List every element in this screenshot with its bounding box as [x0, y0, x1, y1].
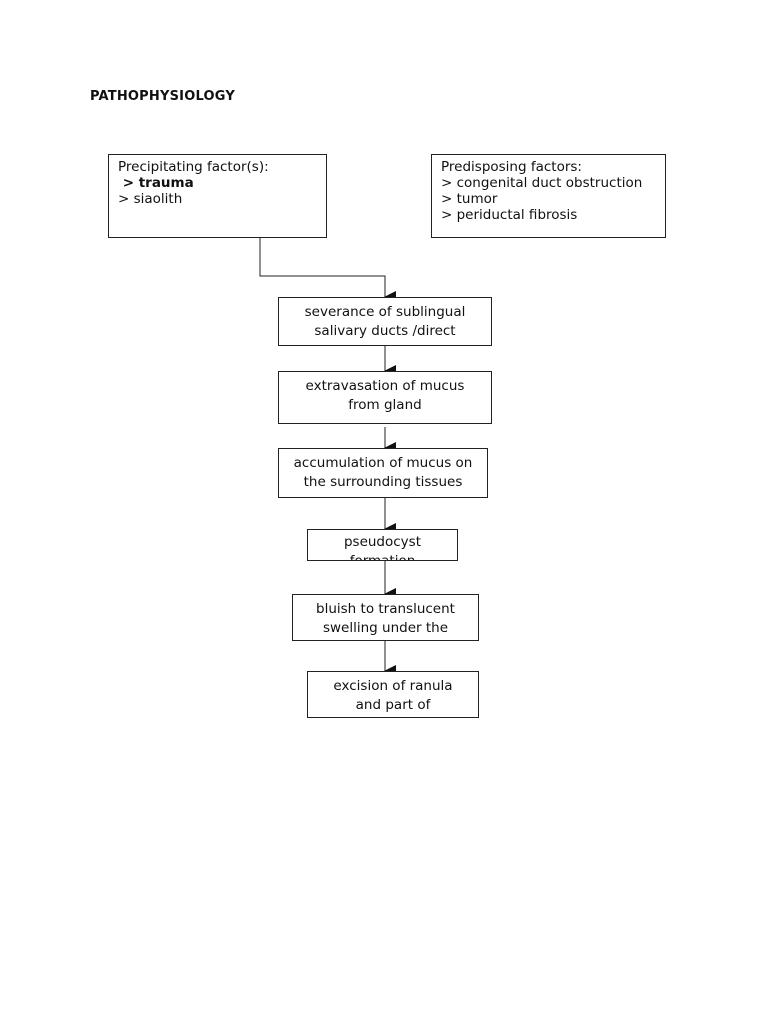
- page-title: PATHOPHYSIOLOGY: [90, 89, 235, 104]
- predisposing-factors-box: Predisposing factors: > congenital duct …: [431, 154, 666, 238]
- step-line: pseudocyst: [343, 534, 422, 550]
- step-bluish-swelling: bluish to translucent swelling under the: [292, 594, 479, 641]
- step-line: bluish to translucent: [316, 601, 455, 617]
- step-line: excision of ranula: [333, 678, 453, 694]
- step-line: formation: [349, 553, 416, 561]
- predisposing-item-fibrosis: > periductal fibrosis: [441, 207, 578, 223]
- step-line: severance of sublingual: [304, 304, 466, 320]
- step-excision: excision of ranula and part of: [307, 671, 479, 718]
- predisposing-heading: Predisposing factors:: [441, 159, 582, 175]
- step-line: extravasation of mucus: [305, 378, 465, 394]
- step-line: the surrounding tissues: [303, 474, 463, 490]
- step-line: from gland: [348, 397, 422, 413]
- precipitating-factors-box: Precipitating factor(s): > trauma > siao…: [108, 154, 327, 238]
- precipitating-item-trauma: > trauma: [118, 175, 194, 191]
- connector-precipitating-to-step1: [134, 235, 396, 303]
- step-extravasation: extravasation of mucus from gland: [278, 371, 492, 424]
- step-line: salivary ducts /direct: [314, 323, 456, 339]
- step-line: accumulation of mucus on: [293, 455, 473, 471]
- step-accumulation: accumulation of mucus on the surrounding…: [278, 448, 488, 498]
- precipitating-item-siaolith: > siaolith: [118, 191, 183, 207]
- step-line: swelling under the: [322, 620, 449, 636]
- step-line: and part of: [355, 697, 431, 713]
- step-severance: severance of sublingual salivary ducts /…: [278, 297, 492, 346]
- step-pseudocyst: pseudocyst formation: [307, 529, 458, 561]
- predisposing-item-tumor: > tumor: [441, 191, 498, 207]
- predisposing-item-congenital: > congenital duct obstruction: [441, 175, 643, 191]
- precipitating-heading: Precipitating factor(s):: [118, 159, 269, 175]
